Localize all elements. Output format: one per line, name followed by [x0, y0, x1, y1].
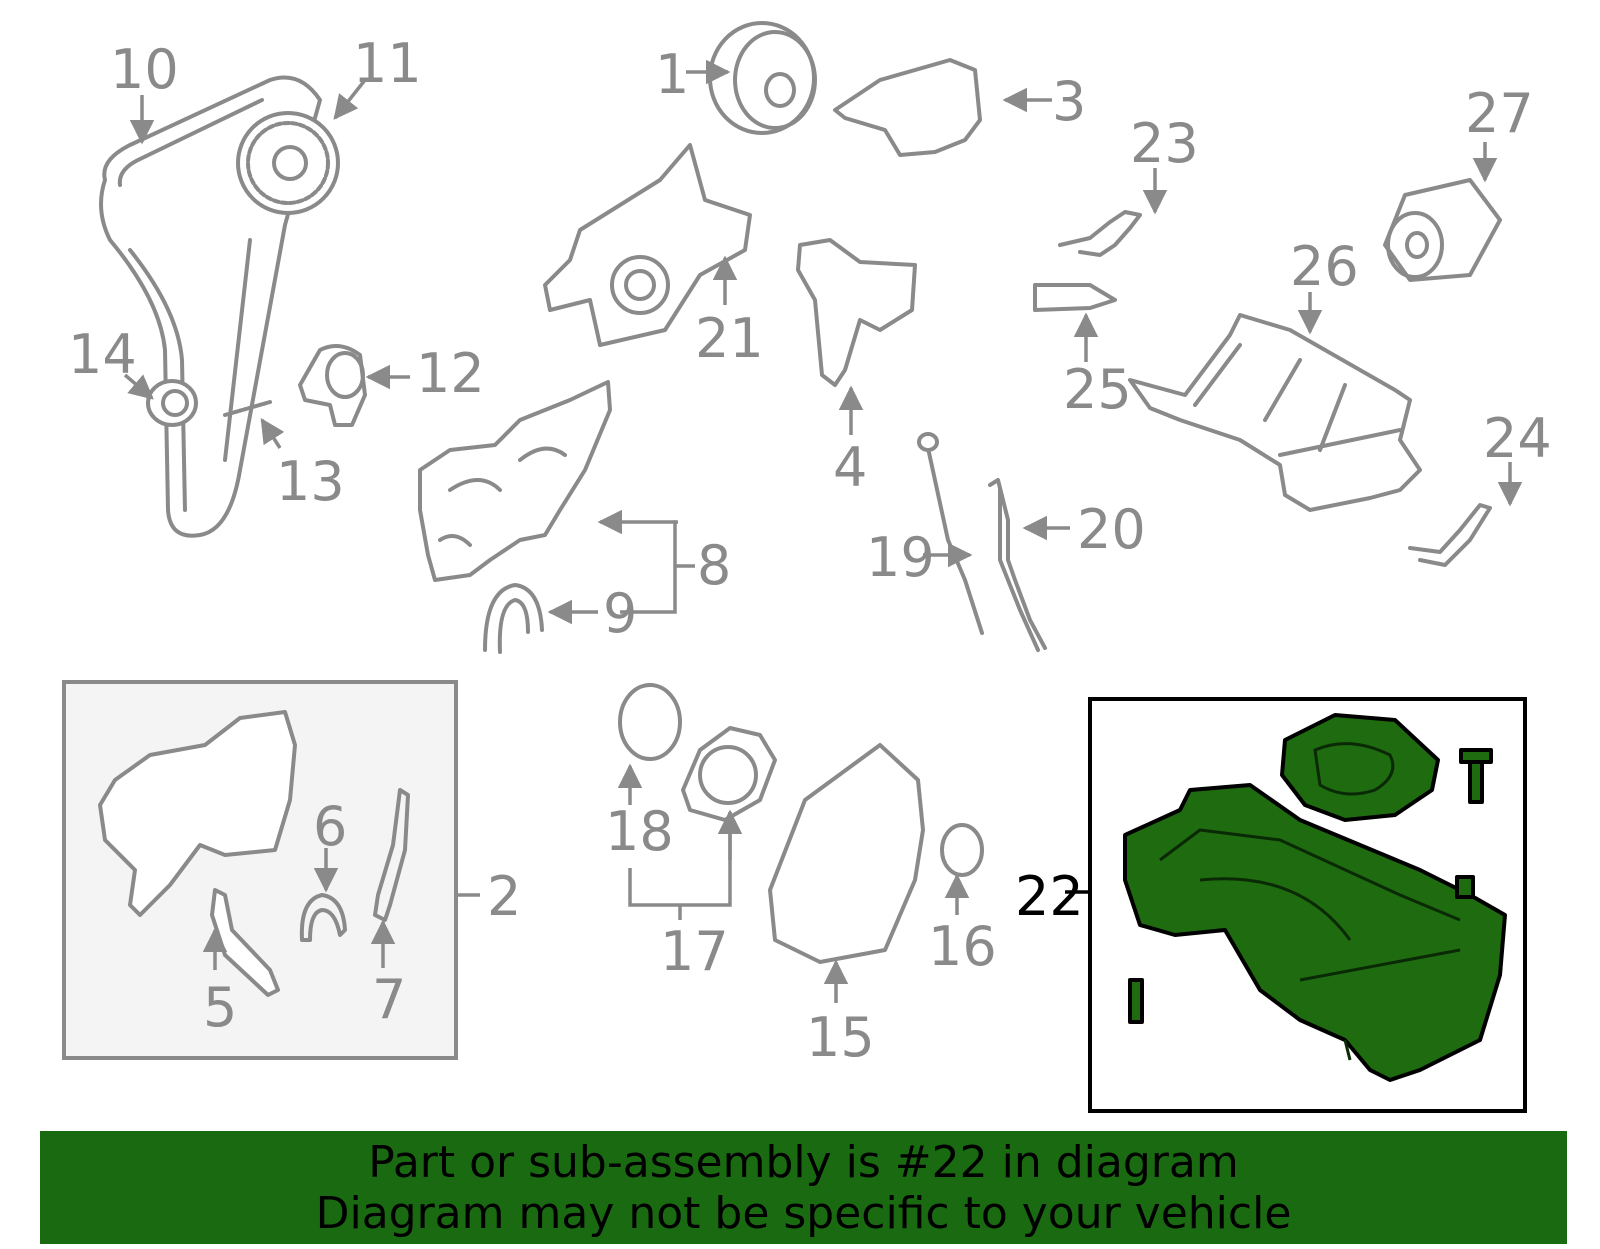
- label-13: 13: [276, 450, 345, 513]
- part-2-cover: [98, 710, 297, 917]
- part-21-oil-pump: [543, 143, 752, 347]
- label-18: 18: [605, 800, 674, 863]
- part-26-oil-pan: [1128, 313, 1422, 512]
- label-11: 11: [353, 32, 422, 95]
- label-3: 3: [1052, 70, 1086, 133]
- label-9: 9: [603, 582, 637, 645]
- part-25-baffle: [1033, 283, 1117, 312]
- label-4: 4: [833, 436, 867, 499]
- label-1: 1: [655, 43, 689, 106]
- label-16: 16: [928, 915, 997, 978]
- part-9-seal: [483, 583, 544, 654]
- label-21: 21: [695, 307, 764, 370]
- label-17: 17: [660, 920, 729, 983]
- part-4-bracket: [796, 238, 917, 387]
- part-22-oil-pan-assembly: [1123, 713, 1507, 1082]
- part-10-timing-belt: [99, 75, 322, 538]
- part-18-o-ring: [618, 683, 682, 761]
- label-2: 2: [487, 865, 521, 928]
- label-19: 19: [866, 526, 935, 589]
- part-8-timing-cover: [418, 380, 612, 582]
- label-12: 12: [416, 342, 485, 405]
- part-1-crank-pulley: [708, 21, 817, 135]
- part-20-dipstick-tube: [988, 478, 1047, 652]
- leader-lines: [123, 59, 1523, 1003]
- part-17-seal-housing: [681, 726, 777, 822]
- label-26: 26: [1290, 235, 1359, 298]
- part-13-spring: [223, 400, 272, 417]
- part-27-oil-filter: [1383, 178, 1502, 282]
- label-5: 5: [203, 976, 237, 1039]
- banner-line-2: Diagram may not be specific to your vehi…: [315, 1187, 1292, 1239]
- banner-line-1: Part or sub-assembly is #22 in diagram: [368, 1136, 1239, 1188]
- label-23: 23: [1130, 112, 1199, 175]
- part-24-gasket: [1408, 503, 1492, 567]
- label-25: 25: [1063, 358, 1132, 421]
- label-22: 22: [1015, 865, 1084, 928]
- part-23-bracket: [1058, 210, 1142, 257]
- label-14: 14: [68, 323, 137, 386]
- part-3-cover: [833, 58, 982, 157]
- part-6-seal: [299, 893, 347, 942]
- part-11-cam-sprocket: [236, 111, 340, 215]
- label-8: 8: [697, 534, 731, 597]
- part-15-gasket: [768, 743, 925, 964]
- part-12-tensioner: [298, 344, 367, 427]
- label-24: 24: [1483, 407, 1552, 470]
- label-10: 10: [110, 38, 179, 101]
- label-7: 7: [372, 968, 406, 1031]
- label-20: 20: [1077, 498, 1146, 561]
- info-banner: Part or sub-assembly is #22 in diagram D…: [40, 1131, 1567, 1244]
- part-16-o-ring: [940, 823, 984, 877]
- label-27: 27: [1465, 82, 1534, 145]
- part-14-idler-pulley: [146, 379, 198, 427]
- label-6: 6: [313, 795, 347, 858]
- label-15: 15: [806, 1006, 875, 1069]
